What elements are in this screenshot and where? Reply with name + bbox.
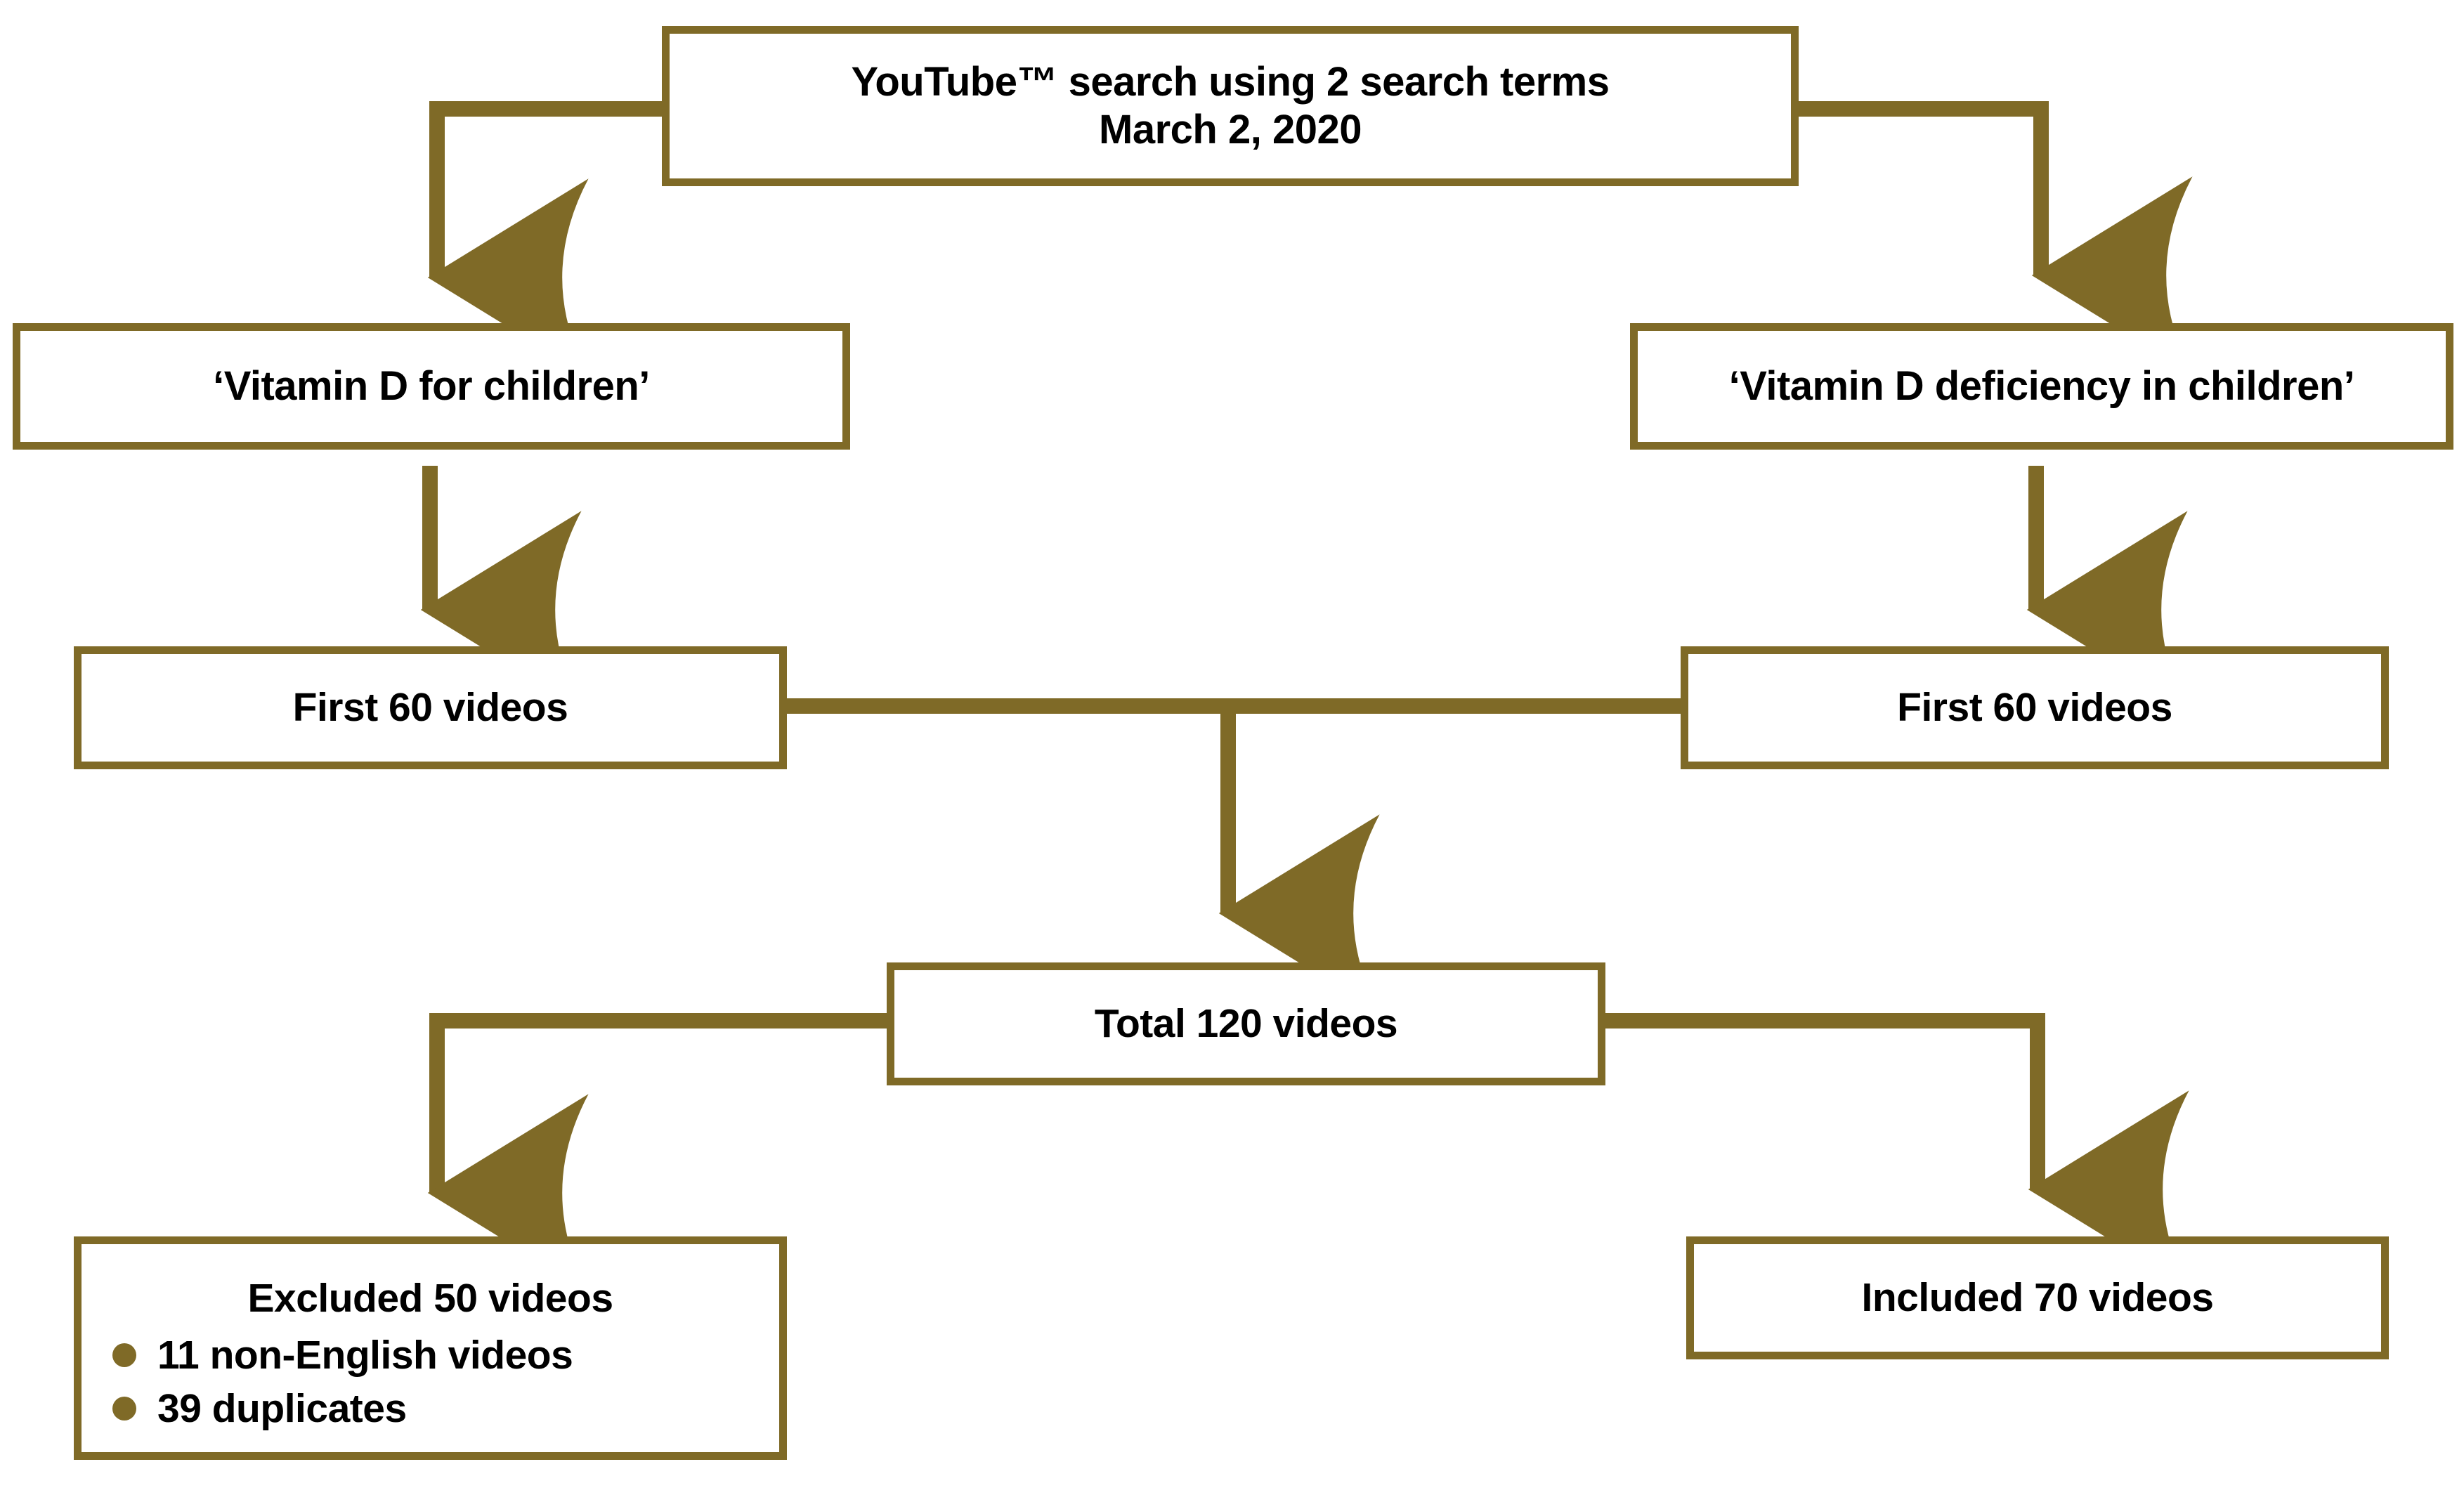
search-term-right-label: ‘Vitamin D deficiency in children’ [1728,363,2355,410]
search-header-line-2: March 2, 2020 [1099,107,1362,152]
node-search-header: YouTube™ search using 2 search terms Mar… [662,26,1799,186]
excluded-reasons-list: 11 non-English videos 39 duplicates [82,1332,573,1439]
first-60-videos-left-label: First 60 videos [292,685,568,731]
node-excluded-videos: Excluded 50 videos 11 non-English videos… [74,1236,787,1460]
search-header-line-1: YouTube™ search using 2 search terms [851,59,1610,105]
excluded-reason-label: 11 non-English videos [157,1332,573,1378]
included-videos-label: Included 70 videos [1861,1275,2215,1321]
excluded-videos-label: Excluded 50 videos [247,1276,613,1321]
node-first-60-videos-right: First 60 videos [1681,646,2389,769]
connector-total-to-included [1605,1013,2189,1288]
node-search-term-left: ‘Vitamin D for children’ [13,323,850,450]
node-total-videos: Total 120 videos [887,962,1605,1085]
first-60-videos-right-label: First 60 videos [1897,685,2172,731]
connector-total-to-excluded [427,1013,887,1292]
node-search-term-right: ‘Vitamin D deficiency in children’ [1630,323,2453,450]
bullet-dot-icon [112,1343,136,1367]
node-included-videos: Included 70 videos [1686,1236,2389,1359]
list-item: 39 duplicates [112,1385,573,1432]
node-first-60-videos-left: First 60 videos [74,646,787,769]
connector-header-to-right-term [1799,101,2193,374]
total-videos-label: Total 120 videos [1094,1001,1398,1047]
list-item: 11 non-English videos [112,1332,573,1378]
connector-header-to-left-term [427,101,662,377]
excluded-reason-label: 39 duplicates [157,1385,407,1431]
search-term-left-label: ‘Vitamin D for children’ [213,363,650,410]
bullet-dot-icon [112,1396,136,1421]
